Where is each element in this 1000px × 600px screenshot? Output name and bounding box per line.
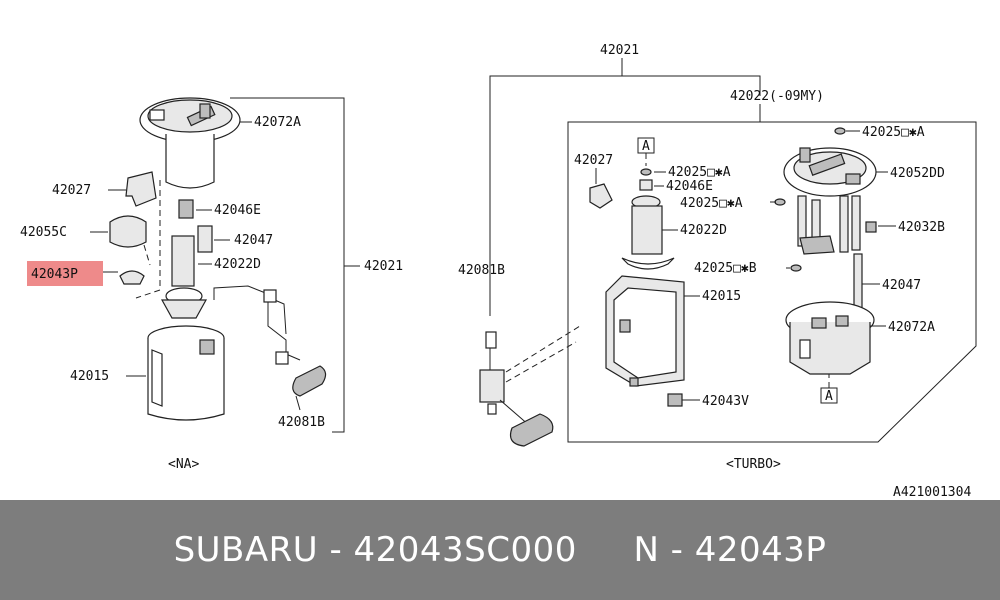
left-spring-part <box>197 225 213 253</box>
label-42081B-left: 42081B <box>278 415 325 430</box>
label-42046E-left: 42046E <box>214 203 261 218</box>
highlight-42043P <box>27 261 103 286</box>
label-42022D-left: 42022D <box>214 257 261 272</box>
parts-diagram: 42072A 42027 42046E 42055C 42047 42043P … <box>20 43 977 500</box>
label-42022-09my: 42022(-09MY) <box>730 89 824 104</box>
left-grommet-part <box>178 199 194 219</box>
left-top-flange-part <box>139 97 241 189</box>
left-pump-part <box>160 235 208 319</box>
label-42047-right: 42047 <box>882 278 921 293</box>
right-sender-part <box>479 331 554 447</box>
label-42027-left: 42027 <box>52 183 91 198</box>
label-42025-b: 42025□✱B <box>694 261 757 276</box>
label-42025-a-3: 42025□✱A <box>862 125 925 140</box>
label-42043V: 42043V <box>702 394 749 409</box>
left-assembly <box>27 97 360 433</box>
label-42072A-left: 42072A <box>254 115 301 130</box>
label-42021-right: 42021 <box>600 43 639 58</box>
right-assembly <box>479 58 977 447</box>
left-sender-part <box>213 285 327 397</box>
label-42032B: 42032B <box>898 220 945 235</box>
right-top-flange-part <box>783 147 877 197</box>
caption-na: <NA> <box>168 457 199 472</box>
label-42015-right: 42015 <box>702 289 741 304</box>
reference-code: A421001304 <box>893 485 971 500</box>
label-42021-left: 42021 <box>364 259 403 274</box>
box-a-bottom: A <box>825 389 833 404</box>
label-42046E-right: 42046E <box>666 179 713 194</box>
label-42022D-right: 42022D <box>680 223 727 238</box>
label-42047-left: 42047 <box>234 233 273 248</box>
right-lower-flange-part <box>785 301 875 375</box>
right-reservoir-part <box>605 275 685 387</box>
box-a-top: A <box>642 139 650 154</box>
part-number-text: SUBARU - 42043SC000 N - 42043P <box>173 530 827 570</box>
left-cap-part <box>109 215 147 248</box>
right-rods-part <box>797 195 861 255</box>
right-pump-part <box>621 195 675 270</box>
label-42052DD: 42052DD <box>890 166 945 181</box>
left-bracket-part <box>125 171 157 207</box>
label-42025-a-1: 42025□✱A <box>668 165 731 180</box>
label-42072A-right: 42072A <box>888 320 935 335</box>
right-clip-part <box>865 221 877 233</box>
label-42015-left: 42015 <box>70 369 109 384</box>
footer-text-wrap: SUBARU - 42043SC000 N - 42043P <box>0 500 1000 600</box>
right-bracket-part <box>589 183 613 209</box>
label-42025-a-2: 42025□✱A <box>680 196 743 211</box>
label-42043P-left: 42043P <box>31 267 78 282</box>
label-42055C-left: 42055C <box>20 225 67 240</box>
right-filter-part <box>667 393 683 407</box>
caption-turbo: <TURBO> <box>726 457 781 472</box>
left-filter-part <box>119 270 145 285</box>
label-42081B-right: 42081B <box>458 263 505 278</box>
footer-bar: SUBARU - 42043SC000 N - 42043P <box>0 500 1000 600</box>
label-42027-right: 42027 <box>574 153 613 168</box>
right-spring-part <box>853 253 863 309</box>
left-reservoir-part <box>147 325 225 421</box>
